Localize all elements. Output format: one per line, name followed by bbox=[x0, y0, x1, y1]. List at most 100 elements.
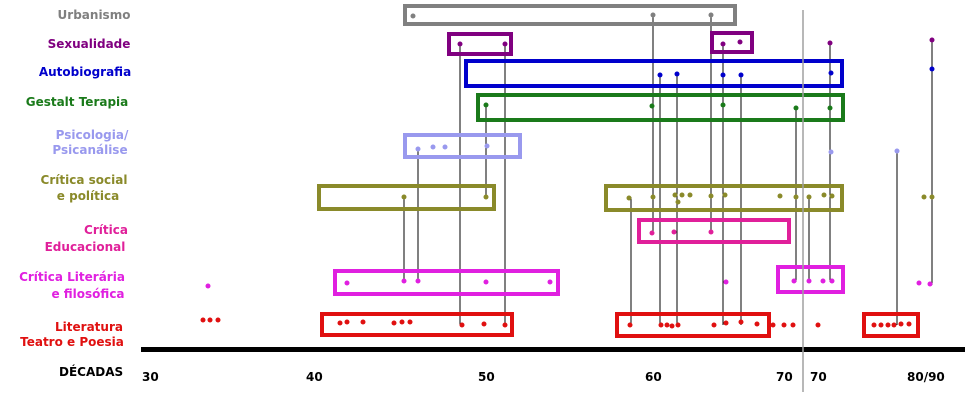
event-dot-literatura bbox=[669, 323, 675, 329]
event-dot-psicologia bbox=[828, 149, 834, 155]
event-dot-psicologia bbox=[894, 148, 900, 154]
event-dot-literatura bbox=[344, 319, 350, 325]
period-box-sexualidade bbox=[447, 32, 513, 56]
event-dot-literatura bbox=[815, 322, 821, 328]
event-dot-critica-social bbox=[626, 195, 632, 201]
event-dot-critica-literaria bbox=[401, 278, 407, 284]
category-label-critica-educacional: Educacional bbox=[45, 240, 126, 254]
event-dot-literatura bbox=[723, 320, 729, 326]
category-label-critica-social: e política bbox=[57, 189, 119, 203]
event-dot-literatura bbox=[891, 322, 897, 328]
event-dot-critica-social bbox=[708, 193, 714, 199]
event-dot-literatura bbox=[754, 321, 760, 327]
event-dot-critica-educacional bbox=[649, 230, 655, 236]
event-dot-literatura bbox=[885, 322, 891, 328]
event-dot-literatura bbox=[627, 322, 633, 328]
event-dot-literatura bbox=[360, 319, 366, 325]
event-dot-critica-educacional bbox=[671, 229, 677, 235]
event-dot-critica-literaria bbox=[344, 280, 350, 286]
event-dot-critica-literaria bbox=[791, 278, 797, 284]
event-dot-urbanismo bbox=[410, 13, 416, 19]
event-dot-critica-social bbox=[672, 192, 678, 198]
event-dot-critica-social bbox=[722, 192, 728, 198]
event-dot-urbanismo bbox=[650, 12, 656, 18]
category-label-autobiografia: Autobiografia bbox=[39, 65, 131, 79]
event-dot-autobiografia bbox=[929, 66, 935, 72]
category-label-literatura: Teatro e Poesia bbox=[20, 335, 124, 349]
period-box-gestalt bbox=[476, 93, 845, 122]
event-dot-literatura bbox=[711, 322, 717, 328]
category-label-psicologia: Psicologia/ bbox=[56, 128, 129, 142]
event-dot-critica-social bbox=[675, 199, 681, 205]
event-dot-critica-social bbox=[777, 193, 783, 199]
event-dot-psicologia bbox=[442, 144, 448, 150]
event-dot-gestalt bbox=[483, 102, 489, 108]
event-dot-critica-literaria bbox=[829, 278, 835, 284]
event-dot-critica-literaria bbox=[205, 283, 211, 289]
category-label-critica-literaria: e filosófica bbox=[51, 287, 124, 301]
period-box-urbanismo bbox=[403, 4, 737, 26]
event-dot-critica-social bbox=[679, 192, 685, 198]
event-dot-critica-social bbox=[483, 194, 489, 200]
event-dot-literatura bbox=[200, 317, 206, 323]
event-dot-literatura bbox=[407, 319, 413, 325]
event-dot-gestalt bbox=[793, 105, 799, 111]
event-dot-sexualidade bbox=[502, 41, 508, 47]
category-label-critica-social: Crítica social bbox=[41, 173, 128, 187]
event-dot-literatura bbox=[391, 320, 397, 326]
event-dot-literatura bbox=[337, 320, 343, 326]
event-dot-literatura bbox=[898, 321, 904, 327]
event-dot-psicologia bbox=[415, 146, 421, 152]
event-dot-critica-literaria bbox=[820, 278, 826, 284]
axis-tick-label: 40 bbox=[306, 370, 323, 384]
event-dot-autobiografia bbox=[828, 70, 834, 76]
event-dot-gestalt bbox=[827, 105, 833, 111]
event-dot-critica-social bbox=[829, 193, 835, 199]
event-dot-sexualidade bbox=[720, 41, 726, 47]
axis-bar bbox=[141, 347, 965, 352]
period-box-critica-literaria bbox=[776, 265, 845, 294]
category-label-urbanismo: Urbanismo bbox=[58, 8, 131, 22]
event-dot-critica-social bbox=[806, 194, 812, 200]
event-dot-urbanismo bbox=[708, 12, 714, 18]
axis-tick-label: 70 bbox=[776, 370, 793, 384]
event-dot-critica-educacional bbox=[708, 229, 714, 235]
event-dot-literatura bbox=[658, 322, 664, 328]
event-dot-critica-social bbox=[929, 194, 935, 200]
category-label-psicologia: Psicanálise bbox=[52, 143, 127, 157]
event-dot-literatura bbox=[906, 321, 912, 327]
event-dot-literatura bbox=[399, 319, 405, 325]
event-dot-autobiografia bbox=[674, 71, 680, 77]
event-dot-critica-social bbox=[921, 194, 927, 200]
period-box-critica-social bbox=[317, 184, 496, 211]
category-label-literatura: Literatura bbox=[55, 320, 123, 334]
event-dot-literatura bbox=[790, 322, 796, 328]
event-dot-critica-literaria bbox=[483, 279, 489, 285]
event-dot-gestalt bbox=[649, 103, 655, 109]
axis-tick-label: 70 bbox=[810, 370, 827, 384]
event-dot-literatura bbox=[878, 322, 884, 328]
event-dot-sexualidade bbox=[737, 39, 743, 45]
axis-tick-label: 60 bbox=[645, 370, 662, 384]
period-box-autobiografia bbox=[464, 59, 844, 88]
event-dot-literatura bbox=[770, 322, 776, 328]
event-dot-critica-literaria bbox=[723, 279, 729, 285]
category-label-sexualidade: Sexualidade bbox=[48, 37, 131, 51]
event-dots bbox=[200, 12, 935, 329]
event-dot-literatura bbox=[738, 319, 744, 325]
axis-tick-label: 50 bbox=[478, 370, 495, 384]
event-dot-literatura bbox=[664, 322, 670, 328]
event-dot-sexualidade bbox=[457, 41, 463, 47]
event-dot-gestalt bbox=[720, 102, 726, 108]
event-dot-critica-literaria bbox=[927, 281, 933, 287]
category-label-critica-literaria: Crítica Literária bbox=[19, 270, 125, 284]
event-dot-critica-literaria bbox=[806, 278, 812, 284]
event-dot-literatura bbox=[481, 321, 487, 327]
axis-label: DÉCADAS bbox=[59, 364, 123, 379]
period-box-critica-literaria bbox=[333, 269, 560, 296]
event-dot-literatura bbox=[675, 322, 681, 328]
event-dot-autobiografia bbox=[738, 72, 744, 78]
period-box-critica-social bbox=[604, 184, 844, 212]
